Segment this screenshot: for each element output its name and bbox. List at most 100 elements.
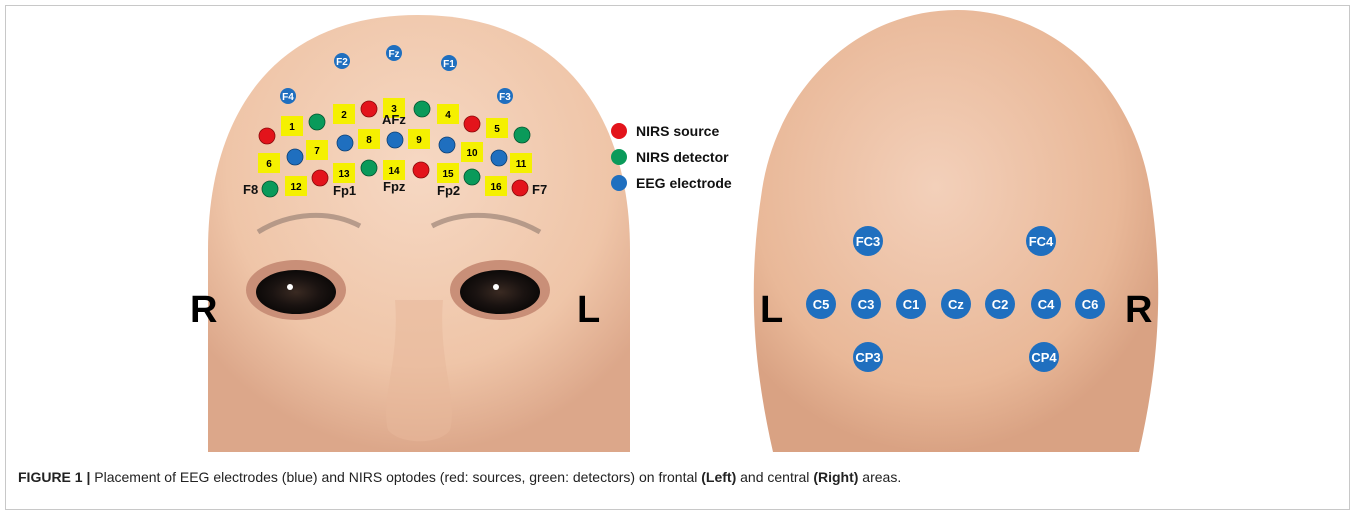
eeg-electrode-f1: F1 [441,55,457,71]
central-head [754,10,1158,452]
svg-text:F3: F3 [499,92,511,103]
left-panel-side-left-label: R [190,289,217,331]
channel-box-13: 13 [333,163,355,183]
channel-box-6: 6 [258,153,280,173]
eeg-electrode [287,149,303,165]
svg-text:F2: F2 [336,57,348,68]
svg-text:NIRS detector: NIRS detector [636,149,729,165]
channel-box-2: 2 [333,104,355,124]
caption-left: (Left) [701,469,736,485]
svg-text:7: 7 [314,146,320,157]
site-label-fp1: Fp1 [333,183,356,198]
svg-text:14: 14 [388,166,400,177]
channel-box-7: 7 [306,140,328,160]
legend-item-nirs-detector: NIRS detector [611,149,729,165]
svg-text:8: 8 [366,135,372,146]
nirs-detector [464,169,480,185]
eeg-electrode-c5: C5 [806,289,836,319]
legend-item-eeg-electrode: EEG electrode [611,175,732,191]
nirs-source [259,128,275,144]
svg-text:2: 2 [341,110,347,121]
eeg-electrode [337,135,353,151]
svg-text:FC3: FC3 [856,234,881,249]
svg-text:CP4: CP4 [1031,350,1057,365]
channel-box-5: 5 [486,118,508,138]
figure-illustration: R L F2 Fz F1 F4 F3 1 2 3 4 5 6 7 8 9 10 … [0,0,1357,465]
eeg-electrode [439,137,455,153]
svg-text:F4: F4 [282,92,294,103]
nirs-detector [309,114,325,130]
channel-box-16: 16 [485,176,507,196]
channel-box-1: 1 [281,116,303,136]
right-panel-side-right-label: R [1125,289,1152,331]
eeg-electrode-fz: Fz [386,45,402,61]
eeg-electrode-f2: F2 [334,53,350,69]
channel-box-11: 11 [510,153,532,173]
caption-text-1: Placement of EEG electrodes (blue) and N… [94,469,701,485]
eeg-electrode [387,132,403,148]
svg-text:Cz: Cz [948,297,964,312]
eeg-electrode [491,150,507,166]
eeg-electrode-c2: C2 [985,289,1015,319]
svg-text:9: 9 [416,135,422,146]
eeg-electrode-cz: Cz [941,289,971,319]
eeg-electrode-c4: C4 [1031,289,1061,319]
svg-text:C5: C5 [813,297,830,312]
nirs-detector [262,181,278,197]
svg-text:6: 6 [266,159,272,170]
svg-text:13: 13 [338,169,350,180]
legend: NIRS source NIRS detector EEG electrode [611,123,732,191]
eeg-electrode-c6: C6 [1075,289,1105,319]
eeg-electrode-f4: F4 [280,88,296,104]
svg-text:C2: C2 [992,297,1009,312]
svg-text:10: 10 [466,148,478,159]
svg-text:15: 15 [442,169,454,180]
svg-text:11: 11 [516,159,527,170]
nirs-source [312,170,328,186]
caption-right: (Right) [813,469,858,485]
channel-box-14: 14 [383,160,405,180]
eeg-electrode-cp4: CP4 [1029,342,1059,372]
eeg-electrode-cp3: CP3 [853,342,883,372]
svg-text:12: 12 [290,182,302,193]
site-label-fpz: Fpz [383,179,406,194]
site-label-afz: AFz [382,112,406,127]
nirs-source [464,116,480,132]
site-label-f8: F8 [243,182,258,197]
svg-text:F1: F1 [443,59,455,70]
svg-text:C6: C6 [1082,297,1099,312]
svg-text:Fz: Fz [388,49,399,60]
svg-text:5: 5 [494,124,500,135]
legend-item-nirs-source: NIRS source [611,123,719,139]
caption-text-3: areas. [858,469,901,485]
site-label-f7: F7 [532,182,547,197]
nirs-detector [414,101,430,117]
svg-text:C4: C4 [1038,297,1055,312]
svg-text:16: 16 [490,182,502,193]
nirs-source [512,180,528,196]
eeg-electrode-c1: C1 [896,289,926,319]
svg-text:FC4: FC4 [1029,234,1054,249]
eeg-electrode-f3: F3 [497,88,513,104]
figure-caption: FIGURE 1 | Placement of EEG electrodes (… [18,469,901,485]
right-panel-side-left-label: L [760,289,783,331]
svg-text:EEG electrode: EEG electrode [636,175,732,191]
channel-box-4: 4 [437,104,459,124]
channel-box-9: 9 [408,129,430,149]
channel-box-10: 10 [461,142,483,162]
svg-text:C3: C3 [858,297,875,312]
svg-text:4: 4 [445,110,451,121]
svg-text:C1: C1 [903,297,920,312]
svg-text:CP3: CP3 [855,350,880,365]
nirs-source [413,162,429,178]
svg-text:1: 1 [289,122,295,133]
eeg-electrode-fc3: FC3 [853,226,883,256]
eeg-electrode-fc4: FC4 [1026,226,1056,256]
frontal-head [208,15,630,452]
svg-text:NIRS source: NIRS source [636,123,719,139]
nirs-detector [361,160,377,176]
left-panel-side-right-label: L [577,289,600,331]
channel-box-8: 8 [358,129,380,149]
caption-label: FIGURE 1 | [18,469,90,485]
nirs-detector [514,127,530,143]
